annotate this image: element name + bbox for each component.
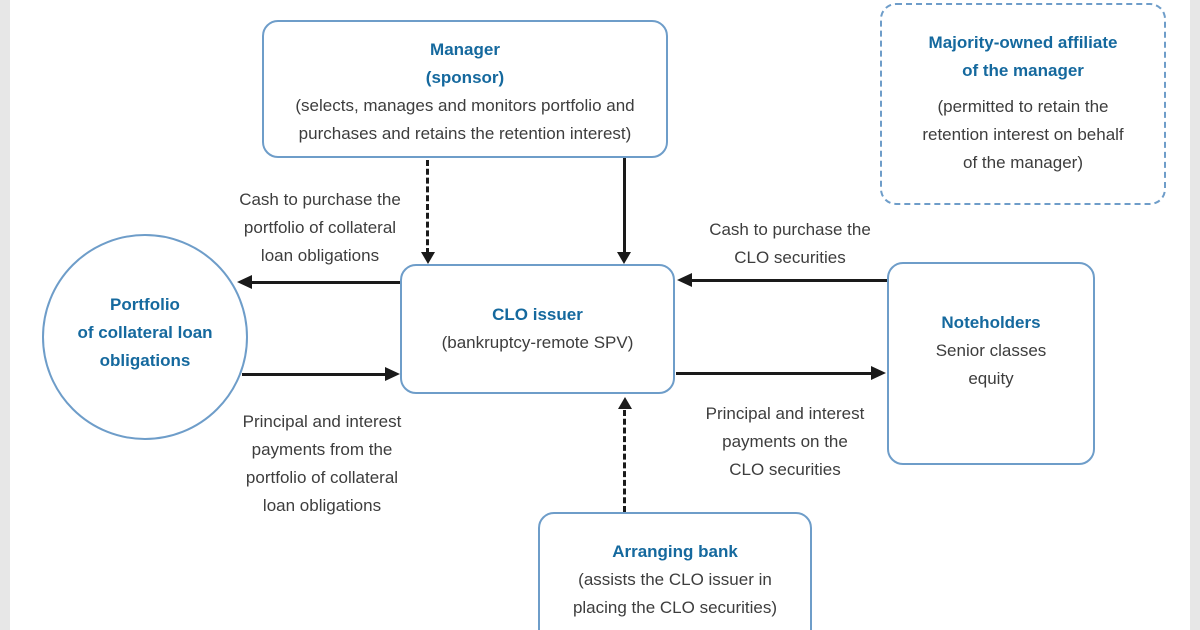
principal-interest-on-securities-label: Principal and interest payments on the C… [705, 404, 865, 479]
bank-to-clo-dashed-arrowhead [618, 397, 632, 409]
arranging-bank-node: Arranging bank (assists the CLO issuer i… [538, 512, 812, 630]
manager-description: (selects, manages and monitors portfolio… [295, 96, 635, 143]
noteholders-node: Noteholders Senior classes equity [887, 262, 1095, 465]
portfolio-circle-node: Portfolio of collateral loan obligations [42, 234, 248, 440]
principal-interest-from-portfolio-label: Principal and interest payments from the… [242, 412, 402, 515]
manager-node: Manager (sponsor) (selects, manages and … [262, 20, 668, 158]
clo-issuer-node: CLO issuer (bankruptcy-remote SPV) [400, 264, 675, 394]
majority-owned-affiliate-node: Majority-owned affiliate of the manager … [880, 3, 1166, 205]
clo-to-noteholders-arrowhead [871, 366, 886, 380]
noteholders-to-clo-arrowhead [677, 273, 692, 287]
affiliate-description: (permitted to retain the retention inter… [922, 97, 1124, 172]
portfolio-to-clo-arrowhead [385, 367, 400, 381]
manager-title: Manager (sponsor) [425, 40, 505, 87]
affiliate-title: Majority-owned affiliate of the manager [928, 33, 1118, 80]
manager-to-clo-dashed-arrowhead [421, 252, 435, 264]
portfolio-to-clo-arrow-line [242, 373, 387, 376]
cash-to-securities-label: Cash to purchase the CLO securities [709, 220, 871, 267]
manager-to-clo-dashed-arrow-line [426, 160, 429, 254]
page-edge-left [0, 0, 10, 630]
bank-to-clo-dashed-arrow-line [623, 410, 626, 512]
clo-to-portfolio-arrowhead [237, 275, 252, 289]
noteholders-title: Noteholders [941, 312, 1041, 332]
arranging-bank-description: (assists the CLO issuer in placing the C… [572, 570, 778, 617]
portfolio-title: Portfolio of collateral loan obligations [77, 295, 213, 370]
clo-to-noteholders-arrow-line [676, 372, 873, 375]
arranging-bank-title: Arranging bank [612, 542, 738, 561]
noteholders-description: Senior classes equity [935, 340, 1047, 388]
manager-to-clo-solid-arrow-line [623, 158, 626, 253]
manager-to-clo-solid-arrowhead [617, 252, 631, 264]
noteholders-to-clo-arrow-line [691, 279, 887, 282]
cash-to-portfolio-label: Cash to purchase the portfolio of collat… [239, 190, 401, 265]
clo-issuer-title: CLO issuer [492, 305, 583, 324]
page-edge-right [1190, 0, 1200, 630]
clo-to-portfolio-arrow-line [251, 281, 400, 284]
clo-issuer-description: (bankruptcy-remote SPV) [441, 333, 634, 352]
